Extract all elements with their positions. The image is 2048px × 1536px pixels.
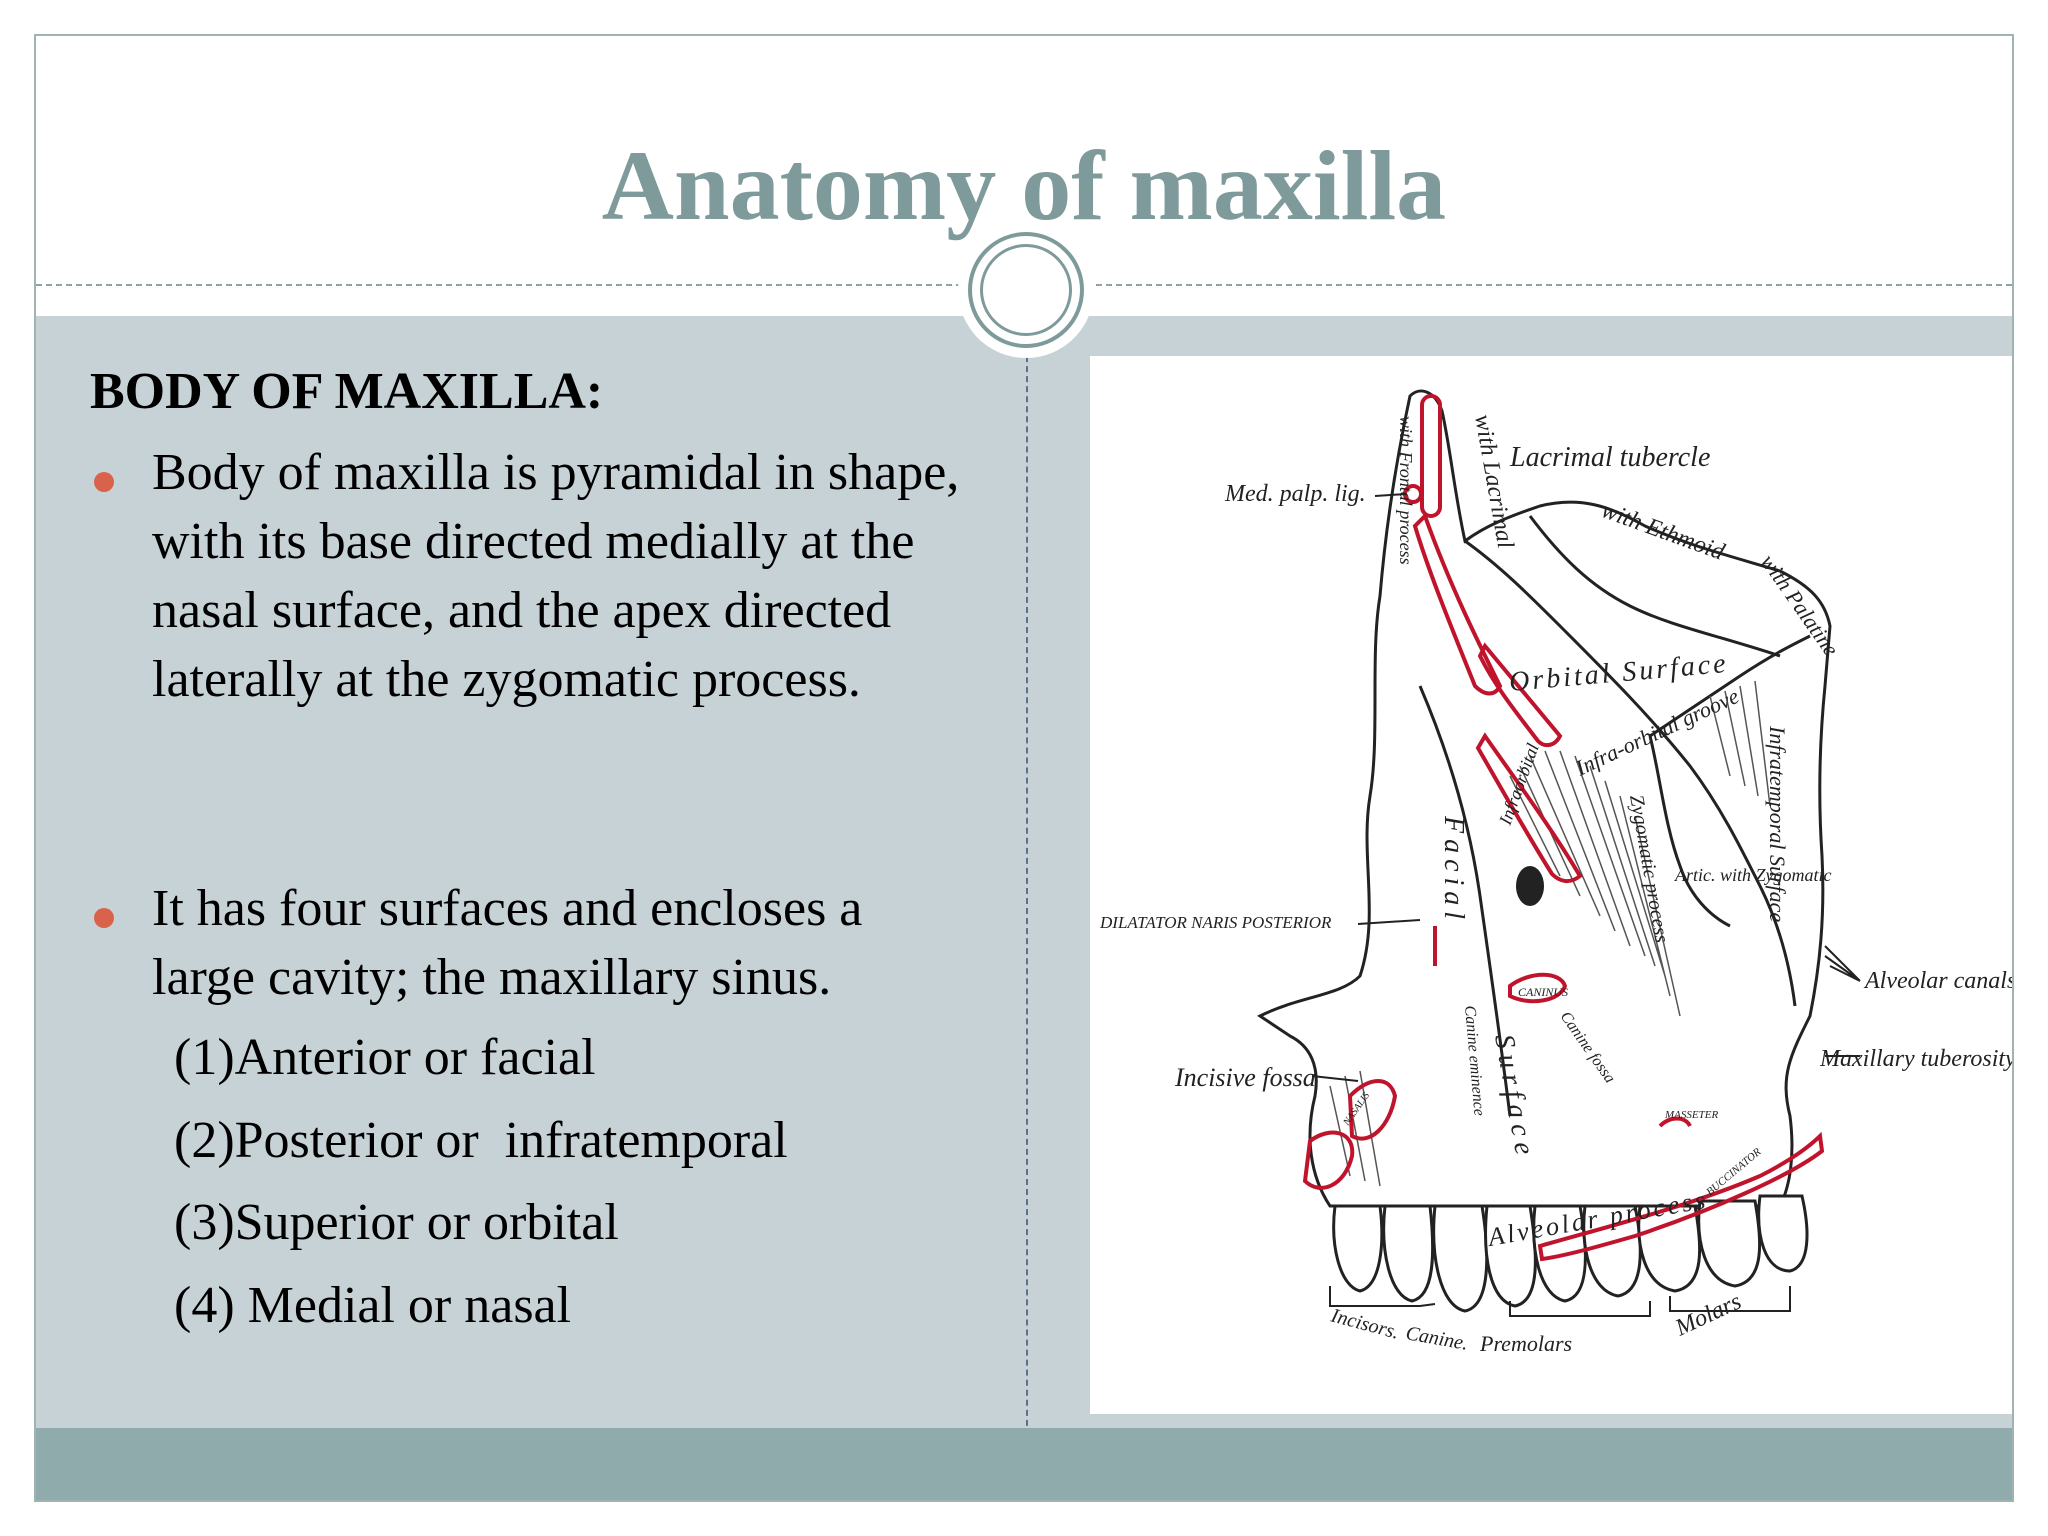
section-heading: BODY OF MAXILLA: [90, 363, 604, 420]
figure-labels: with Frontal process Lacrimal tubercle w… [1099, 413, 2014, 1356]
label-canine: Canine. [1404, 1322, 1470, 1355]
label-masseter: MASSETER [1664, 1109, 1718, 1121]
footer-bar [36, 1428, 2012, 1500]
label-with-lacrimal: with Lacrimal [1469, 413, 1518, 551]
maxilla-illustration: with Frontal process Lacrimal tubercle w… [1099, 389, 2014, 1356]
surface-item-4: (4) Medial or nasal [174, 1277, 572, 1334]
label-alveolar-canals: Alveolar canals [1863, 968, 2014, 994]
label-dilatator-naris: DILATATOR NARIS POSTERIOR [1099, 913, 1332, 932]
label-med-palp-lig: Med. palp. lig. [1224, 481, 1366, 507]
teeth [1332, 1194, 1809, 1313]
bullet-2: It has four surfaces and encloses a larg… [152, 880, 863, 1006]
text-panel: BODY OF MAXILLA: Body of maxilla is pyra… [36, 316, 1026, 1466]
label-frontal-process: with Frontal process [1396, 416, 1416, 565]
label-infratemporal-surface: Infratemporal Surface [1765, 725, 1790, 922]
slide: Anatomy of maxilla BODY OF MAXILLA: Body… [34, 34, 2014, 1502]
label-incisors: Incisors. [1328, 1304, 1402, 1343]
label-caninus: CANINUS [1518, 985, 1568, 999]
label-facial: Facial [1438, 815, 1469, 925]
bone-shading [1329, 680, 1771, 1187]
bullet-dot-2 [94, 908, 114, 928]
surface-item-3: (3)Superior or orbital [174, 1194, 619, 1251]
label-premolars: Premolars [1479, 1331, 1572, 1356]
bone-outline [1257, 389, 1832, 1208]
label-surface: Surface [1488, 1032, 1541, 1163]
maxilla-figure: with Frontal process Lacrimal tubercle w… [1090, 356, 2014, 1414]
label-canine-eminence: Canine eminence [1461, 1005, 1488, 1117]
leader-lines [1311, 493, 1861, 1317]
surface-item-1: (1)Anterior or facial [174, 1029, 596, 1086]
bullet-dot-1 [94, 472, 114, 492]
label-canine-fossa: Canine fossa [1557, 1009, 1619, 1087]
label-incisive-fossa: Incisive fossa [1174, 1063, 1316, 1092]
label-orbital-surface: Orbital Surface [1508, 648, 1730, 698]
bullet-1: Body of maxilla is pyramidal in shape, w… [152, 444, 960, 708]
infraorbital-foramen [1516, 866, 1544, 906]
surface-item-2: (2)Posterior or infratemporal [174, 1112, 788, 1169]
title-circle-ornament [958, 222, 1094, 358]
label-molars: Molars [1671, 1289, 1746, 1342]
label-artic-zygomatic: Artic. with Zygomatic [1674, 865, 1832, 885]
circle-ring [968, 232, 1084, 348]
label-lacrimal-tubercle: Lacrimal tubercle [1509, 442, 1710, 473]
label-with-palatine: with Palatine [1756, 550, 1844, 661]
label-maxillary-tuberosity: Maxillary tuberosity [1819, 1046, 2014, 1072]
label-with-ethmoid: with Ethmoid [1598, 497, 1729, 566]
muscle-attachments [1302, 394, 1825, 1262]
column-divider [1026, 336, 1028, 1466]
